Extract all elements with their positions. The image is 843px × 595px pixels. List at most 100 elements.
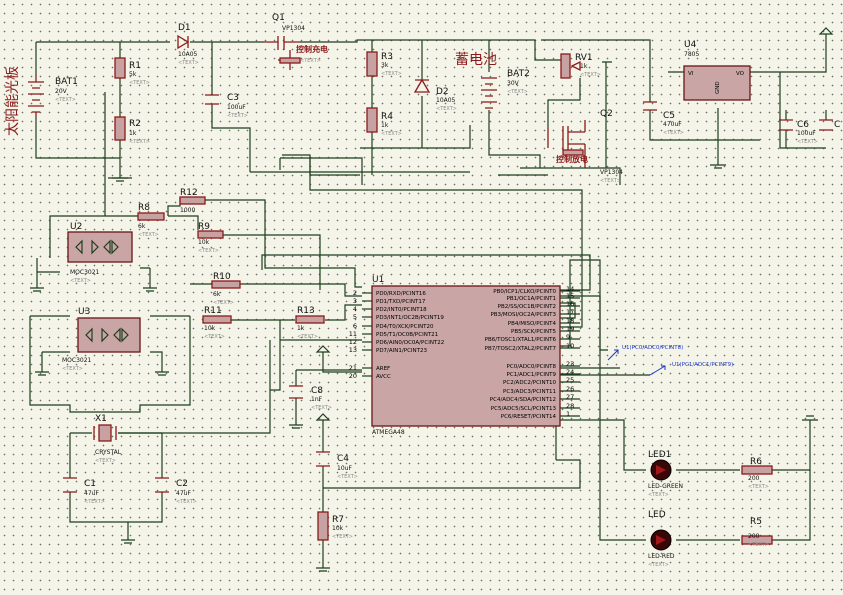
mosfet-q2[interactable] xyxy=(547,120,586,168)
resistor-r10[interactable] xyxy=(211,280,241,289)
capacitor-c4[interactable] xyxy=(316,451,330,467)
r13-text: <TEXT> xyxy=(297,334,318,340)
resistor-r2[interactable] xyxy=(114,116,126,141)
bat2-value: 30V xyxy=(507,80,520,87)
bat1-value: 20V xyxy=(55,88,68,95)
rv1-value: 1k xyxy=(580,63,588,70)
r8-ref: R8 xyxy=(138,203,150,213)
u1-pin-number-left: 11 xyxy=(349,330,357,338)
resistor-r11[interactable] xyxy=(202,315,232,324)
battery-bat2[interactable] xyxy=(481,77,497,109)
u1-pin-name-left: PD5/T1/OC0B/PCINT21 xyxy=(376,332,438,338)
led1-text: <TEXT> xyxy=(648,492,669,498)
r2-text: <TEXT> xyxy=(129,139,150,145)
u2-ref: U2 xyxy=(70,222,82,232)
resistor-r13[interactable] xyxy=(295,315,325,324)
resistor-r8[interactable] xyxy=(137,212,165,221)
resistor-r6[interactable] xyxy=(741,465,773,475)
c6-ref: C6 xyxy=(797,120,809,130)
resistor-r12[interactable] xyxy=(179,196,206,205)
r7-value: 10k xyxy=(332,525,344,532)
r4-value: 1k xyxy=(381,122,389,129)
led2-value: LED-RED xyxy=(648,553,675,560)
u1-pin-name-right: PB0/ICP1/CLKO/PCINT0 xyxy=(493,289,556,295)
u1-pin-number-right: 16 xyxy=(566,300,574,308)
c6-text: <TEXT> xyxy=(797,139,818,145)
capacitor-c8[interactable] xyxy=(289,385,303,399)
capacitor-c3[interactable] xyxy=(205,94,219,105)
battery-label: 蓄电池 xyxy=(455,52,497,68)
r10-text: <TEXT> xyxy=(213,300,234,306)
rv1-text: <TEXT> xyxy=(580,72,601,78)
c8-value: 1nF xyxy=(311,396,323,403)
u1-pin-name-left: PD2/INT0/PCINT18 xyxy=(376,307,427,313)
capacitor-c6[interactable] xyxy=(779,119,793,131)
u3-ref: U3 xyxy=(78,307,90,317)
u4-ref: U4 xyxy=(684,40,697,50)
u1-ref: U1 xyxy=(372,275,384,285)
u1-pin-name-right: PC6/RESET/PCINT14 xyxy=(501,414,557,420)
x1-value: CRYSTAL xyxy=(95,449,122,456)
u1-pin-number-right: 28 xyxy=(566,402,574,410)
q1-value: VP1304 xyxy=(282,25,305,32)
resistor-r5[interactable] xyxy=(741,535,773,545)
c3-ref: C3 xyxy=(227,93,239,103)
d1-text: <TEXT> xyxy=(178,60,199,66)
optocoupler-u3[interactable] xyxy=(77,317,141,353)
bat1-text: <TEXT> xyxy=(55,97,76,103)
diode-d1[interactable] xyxy=(177,34,190,50)
q1-ref: Q1 xyxy=(272,13,285,23)
c1-ref: C1 xyxy=(84,479,96,489)
d1-ref: D1 xyxy=(178,23,191,33)
c1-text: <TEXT> xyxy=(84,499,105,505)
c5-value: 470uF xyxy=(663,121,682,128)
u1-pin-number-right: 9 xyxy=(566,333,570,341)
diode-d2[interactable] xyxy=(413,78,431,93)
led-red-led[interactable] xyxy=(650,529,672,551)
u1-pin-number-left: 20 xyxy=(349,372,357,380)
r5-value: 200 xyxy=(748,533,760,540)
mosfet-q1[interactable] xyxy=(264,36,301,70)
u1-pin-name-right: PB1/OC1A/PCINT1 xyxy=(507,296,556,302)
r13-value: 1k xyxy=(297,325,305,332)
capacitor-c5[interactable] xyxy=(643,101,657,111)
u1-pin-number-right: 14 xyxy=(566,285,574,293)
led-green-led1[interactable] xyxy=(650,459,672,481)
resistor-r7[interactable] xyxy=(317,511,329,541)
u1-pin-number-left: 12 xyxy=(349,338,357,346)
r3-value: 3k xyxy=(381,62,389,69)
led1-ref: LED1 xyxy=(648,450,671,460)
optocoupler-u2[interactable] xyxy=(67,231,133,263)
u1-pin-number-right: 18 xyxy=(566,317,574,325)
capacitor-c1[interactable] xyxy=(63,477,77,493)
u4-vi: VI xyxy=(688,71,694,77)
bat1-ref: BAT1 xyxy=(55,77,78,87)
bat2-text: <TEXT> xyxy=(507,89,528,95)
r4-ref: R4 xyxy=(381,112,393,122)
resistor-r3[interactable] xyxy=(366,51,378,77)
resistor-r9[interactable] xyxy=(197,230,224,239)
r8-text: <TEXT> xyxy=(138,232,159,238)
capacitor-c7[interactable] xyxy=(819,119,833,131)
c4-text: <TEXT> xyxy=(337,474,358,480)
d2-value: 10A05 xyxy=(436,97,456,104)
r10-ref: R10 xyxy=(213,272,231,282)
battery-bat1[interactable] xyxy=(28,75,44,118)
u1-pin-name-right: PC2/ADC2/PCINT10 xyxy=(503,380,556,386)
u1-pin-name-left: PD3/INT1/OC2B/PCINT19 xyxy=(376,315,444,321)
u1-pin-number-right: 26 xyxy=(566,385,574,393)
potentiometer-rv1[interactable] xyxy=(560,53,581,79)
capacitor-c2[interactable] xyxy=(155,477,169,493)
rv1-ref: RV1 xyxy=(575,53,593,63)
regulator-u4[interactable] xyxy=(668,65,756,101)
resistor-r4[interactable] xyxy=(366,107,378,133)
c5-text: <TEXT> xyxy=(663,130,684,136)
r2-value: 1k xyxy=(129,130,137,137)
q2-text: <TEXT> xyxy=(600,178,621,184)
crystal-x1[interactable] xyxy=(93,424,117,442)
c7-ref: C xyxy=(834,120,840,130)
resistor-r1[interactable] xyxy=(114,57,126,79)
microcontroller-u1[interactable] xyxy=(371,285,561,427)
ground-symbols xyxy=(30,164,818,572)
